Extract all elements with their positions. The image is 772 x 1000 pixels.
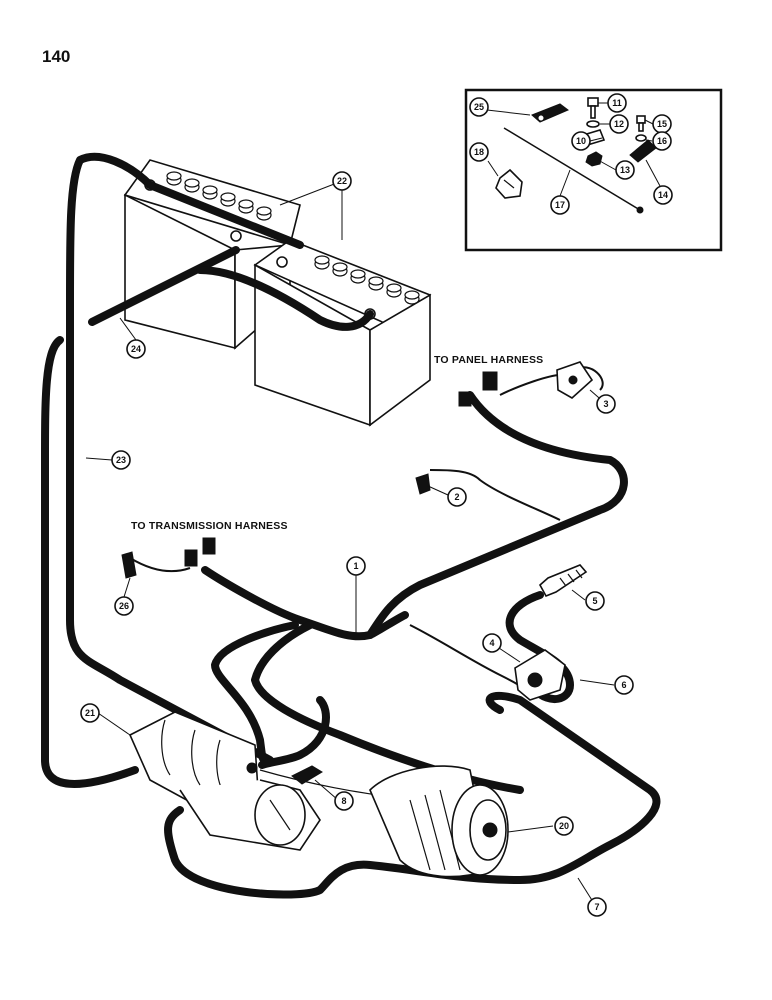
harness-1 [201,566,409,641]
nut-13 [585,151,603,167]
callout-7: 7 [587,897,607,917]
trans-connector-a [184,549,198,567]
callout-25: 25 [469,97,489,117]
callout-8: 8 [334,791,354,811]
callout-15: 15 [652,114,672,134]
callout-12: 12 [609,114,629,134]
callout-4: 4 [482,633,502,653]
svg-text:11: 11 [612,98,622,108]
washer-12 [586,120,600,128]
plug-8 [291,765,323,785]
svg-text:20: 20 [559,821,569,831]
svg-text:26: 26 [119,601,129,611]
svg-text:8: 8 [341,796,346,806]
svg-text:21: 21 [85,708,95,718]
cable-23 [66,152,274,764]
callout-1: 1 [346,556,366,576]
trans-connector-b [202,537,216,555]
svg-text:23: 23 [116,455,126,465]
callout-22: 22 [332,171,352,191]
svg-text:10: 10 [576,136,586,146]
sender-2 [415,473,431,495]
bolt-11 [587,97,599,107]
callout-24: 24 [126,339,146,359]
svg-text:14: 14 [658,190,668,200]
leader-lines [85,102,661,906]
page-number: 140 [42,47,71,66]
svg-text:13: 13 [620,165,630,175]
svg-text:24: 24 [131,344,141,354]
bolt-15 [636,115,646,124]
svg-text:1: 1 [353,561,358,571]
callout-5: 5 [585,591,605,611]
strap-17 [503,127,641,211]
callout-26: 26 [114,596,134,616]
svg-text:4: 4 [489,638,494,648]
callout-18: 18 [469,142,489,162]
svg-text:18: 18 [474,147,484,157]
starter-motor-21 [128,711,321,851]
alternator-20 [369,765,509,878]
callout-13: 13 [615,160,635,180]
svg-text:6: 6 [621,680,626,690]
batteries-22 [123,159,432,427]
svg-text:12: 12 [614,119,624,129]
cable-24 [88,246,240,326]
svg-text:15: 15 [657,119,667,129]
svg-text:7: 7 [594,902,599,912]
to-transmission-harness-label: TO TRANSMISSION HARNESS [131,520,288,532]
callout-16: 16 [652,131,672,151]
svg-text:3: 3 [603,399,608,409]
callout-3: 3 [596,394,616,414]
callout-21: 21 [80,703,100,723]
svg-text:25: 25 [474,102,484,112]
callout-11: 11 [607,93,627,113]
washer-16 [635,134,647,142]
to-panel-harness-label: TO PANEL HARNESS [434,354,544,366]
sender-5 [538,564,588,598]
sender-26 [121,551,137,579]
panel-connector-a [482,371,498,391]
components [121,361,594,878]
callout-2: 2 [447,487,467,507]
callout-14: 14 [653,185,673,205]
svg-text:16: 16 [657,136,667,146]
hardware-inset [464,88,723,252]
callout-23: 23 [111,450,131,470]
callout-10: 10 [571,131,591,151]
svg-text:17: 17 [555,200,565,210]
svg-text:22: 22 [337,176,347,186]
svg-text:2: 2 [454,492,459,502]
callout-17: 17 [550,195,570,215]
panel-connector-b [458,391,472,407]
callout-6: 6 [614,675,634,695]
callout-20: 20 [554,816,574,836]
svg-text:5: 5 [592,596,597,606]
